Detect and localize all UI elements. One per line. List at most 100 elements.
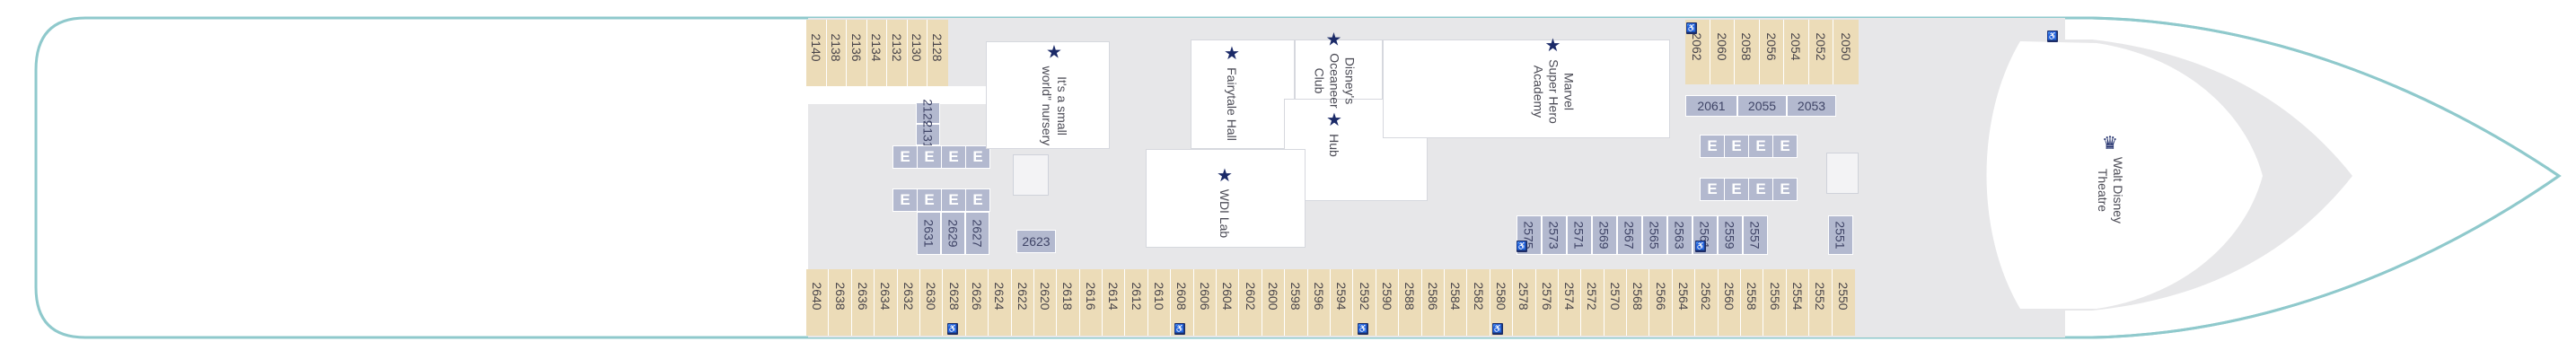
elevator[interactable]: E: [892, 188, 918, 212]
cabin-2573[interactable]: 2573: [1542, 215, 1567, 255]
cabin-2596[interactable]: 2596: [1307, 269, 1331, 336]
cabin-2130[interactable]: 2130: [907, 20, 928, 86]
cabin-2562[interactable]: 2562: [1695, 269, 1719, 336]
cabin-2626[interactable]: 2626: [965, 269, 989, 336]
cabin-2565[interactable]: 2565: [1642, 215, 1667, 255]
cabin-2055[interactable]: 2055: [1737, 95, 1787, 117]
cabin-2566[interactable]: 2566: [1649, 269, 1673, 336]
cabin-2618[interactable]: 2618: [1057, 269, 1080, 336]
elevator[interactable]: E: [1724, 135, 1749, 158]
elevator[interactable]: E: [1772, 178, 1798, 201]
cabin-2567[interactable]: 2567: [1617, 215, 1642, 255]
cabin-2606[interactable]: 2606: [1193, 269, 1218, 336]
cabin-2061[interactable]: 2061: [1685, 95, 1737, 117]
cabin-2612[interactable]: 2612: [1125, 269, 1148, 336]
cabin-2131[interactable]: 2131: [916, 120, 940, 149]
cabin-2550[interactable]: 2550: [1832, 269, 1855, 336]
cabin-2559[interactable]: 2559: [1718, 215, 1743, 255]
elevator-label: E: [1780, 137, 1790, 154]
cabin-2624[interactable]: 2624: [989, 269, 1012, 336]
cabin-2588[interactable]: 2588: [1399, 269, 1422, 336]
cabin-2634[interactable]: 2634: [875, 269, 898, 336]
elevator[interactable]: E: [941, 188, 966, 212]
cabin-2623[interactable]: 2623: [1016, 230, 1056, 253]
cabin-2558[interactable]: 2558: [1741, 269, 1764, 336]
venue-fairytale-hall[interactable]: ★ Fairytale Hall: [1223, 44, 1241, 141]
cabin-2572[interactable]: 2572: [1581, 269, 1605, 336]
cabin-2129[interactable]: 2129: [916, 99, 940, 127]
cabin-2060[interactable]: 2060: [1710, 20, 1735, 84]
cabin-2053[interactable]: 2053: [1787, 95, 1836, 117]
cabin-2568[interactable]: 2568: [1627, 269, 1650, 336]
cabin-2138[interactable]: 2138: [826, 20, 847, 86]
cabin-2638[interactable]: 2638: [829, 269, 852, 336]
cabin-2590[interactable]: 2590: [1376, 269, 1400, 336]
cabin-2582[interactable]: 2582: [1467, 269, 1490, 336]
elevator[interactable]: E: [1724, 178, 1749, 201]
cabin-2594[interactable]: 2594: [1330, 269, 1354, 336]
cabin-2056[interactable]: 2056: [1759, 20, 1784, 84]
venue-wdi-lab[interactable]: ★ WDI Lab: [1216, 166, 1234, 238]
cabin-2569[interactable]: 2569: [1592, 215, 1617, 255]
cabin-2576[interactable]: 2576: [1535, 269, 1559, 336]
cabin-2052[interactable]: 2052: [1808, 20, 1833, 84]
cabin-2610[interactable]: 2610: [1147, 269, 1172, 336]
cabin-2564[interactable]: 2564: [1672, 269, 1696, 336]
cabin-2630[interactable]: 2630: [919, 269, 944, 336]
cabin-2563[interactable]: 2563: [1667, 215, 1692, 255]
elevator[interactable]: E: [1772, 135, 1798, 158]
cabin-2629[interactable]: 2629: [941, 212, 965, 255]
cabin-2627[interactable]: 2627: [965, 212, 989, 255]
cabin-2636[interactable]: 2636: [851, 269, 875, 336]
cabin-2140[interactable]: 2140: [806, 20, 827, 86]
cabin-2551[interactable]: 2551: [1828, 215, 1853, 255]
cabin-2554[interactable]: 2554: [1786, 269, 1810, 336]
cabin-2622[interactable]: 2622: [1011, 269, 1034, 336]
elevator[interactable]: E: [917, 145, 942, 169]
cabin-2556[interactable]: 2556: [1763, 269, 1787, 336]
elevator[interactable]: E: [917, 188, 942, 212]
elevator[interactable]: E: [1700, 135, 1725, 158]
cabin-2632[interactable]: 2632: [897, 269, 920, 336]
cabin-2054[interactable]: 2054: [1784, 20, 1809, 84]
cabin-number: 2557: [1748, 221, 1763, 250]
cabin-2574[interactable]: 2574: [1558, 269, 1582, 336]
cabin-2570[interactable]: 2570: [1604, 269, 1628, 336]
cabin-2136[interactable]: 2136: [847, 20, 867, 86]
cabin-2578[interactable]: 2578: [1513, 269, 1536, 336]
cabin-2631[interactable]: 2631: [917, 212, 941, 255]
cabin-2640[interactable]: 2640: [806, 269, 830, 336]
cabin-2586[interactable]: 2586: [1421, 269, 1445, 336]
cabin-2600[interactable]: 2600: [1262, 269, 1286, 336]
elevator[interactable]: E: [965, 188, 990, 212]
cabin-2616[interactable]: 2616: [1079, 269, 1103, 336]
cabin-2598[interactable]: 2598: [1285, 269, 1308, 336]
cabin-2614[interactable]: 2614: [1103, 269, 1126, 336]
cabin-2602[interactable]: 2602: [1239, 269, 1262, 336]
cabin-2571[interactable]: 2571: [1567, 215, 1592, 255]
elevator[interactable]: E: [1700, 178, 1725, 201]
cabin-number: 2634: [878, 282, 893, 311]
cabin-2050[interactable]: 2050: [1833, 20, 1859, 84]
cabin-2557[interactable]: 2557: [1743, 215, 1768, 255]
cabin-2132[interactable]: 2132: [887, 20, 908, 86]
cabin-2560[interactable]: 2560: [1718, 269, 1742, 336]
cabin-number: 2584: [1448, 282, 1464, 311]
elevator[interactable]: E: [892, 145, 918, 169]
cabin-2128[interactable]: 2128: [928, 20, 948, 86]
cabin-2620[interactable]: 2620: [1033, 269, 1058, 336]
elevator[interactable]: E: [965, 145, 990, 169]
cabin-2584[interactable]: 2584: [1444, 269, 1468, 336]
elevator[interactable]: E: [1748, 178, 1773, 201]
venue-hub[interactable]: ★ Hub: [1325, 110, 1343, 157]
elevator[interactable]: E: [941, 145, 966, 169]
elevator[interactable]: E: [1748, 135, 1773, 158]
cabin-2552[interactable]: 2552: [1809, 269, 1833, 336]
cabin-2604[interactable]: 2604: [1217, 269, 1240, 336]
cabin-2058[interactable]: 2058: [1735, 20, 1760, 84]
cabin-2134[interactable]: 2134: [866, 20, 887, 86]
